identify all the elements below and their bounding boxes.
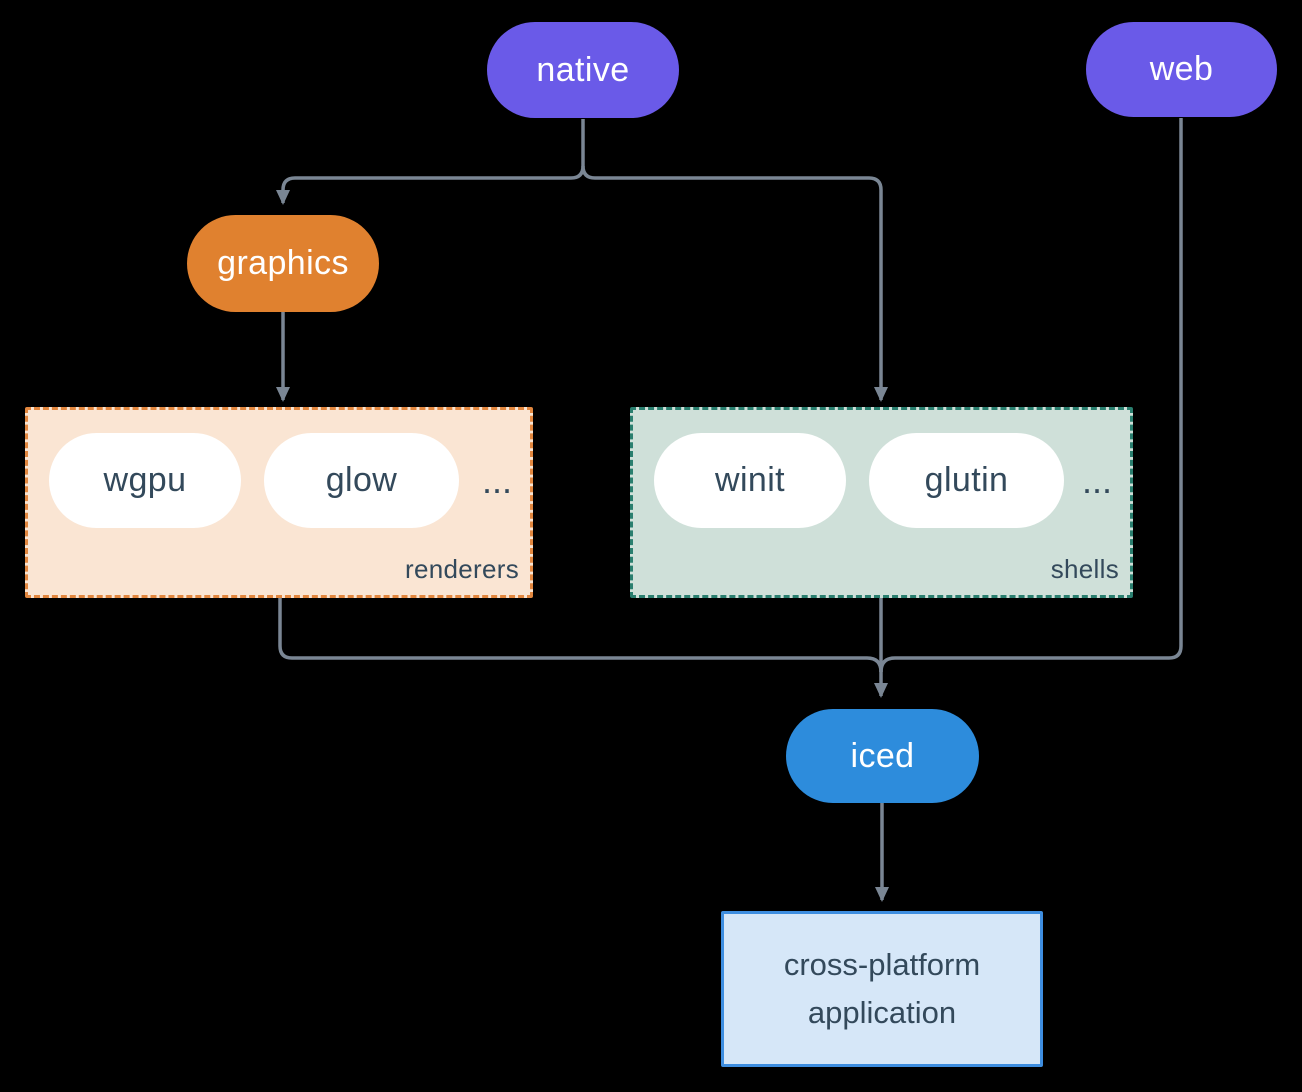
edge-native-to-graphics — [276, 119, 585, 205]
node-native-label: native — [536, 50, 630, 89]
node-wgpu: wgpu — [49, 433, 241, 528]
node-glutin: glutin — [869, 433, 1064, 528]
node-winit: winit — [654, 433, 846, 528]
node-cross-platform-application: cross-platform application — [721, 911, 1043, 1067]
node-web: web — [1086, 22, 1277, 117]
node-glow-label: glow — [325, 461, 398, 499]
node-wgpu-label: wgpu — [103, 461, 187, 499]
node-native: native — [487, 22, 679, 118]
node-iced-label: iced — [850, 736, 915, 775]
node-glutin-label: glutin — [924, 461, 1009, 499]
shells-ellipsis: ... — [1081, 459, 1112, 501]
edge-renderers-to-merge — [278, 598, 883, 673]
node-glow: glow — [264, 433, 459, 528]
renderers-ellipsis: ... — [481, 459, 512, 501]
node-graphics: graphics — [187, 215, 379, 312]
group-shells: winit glutin ... shells — [630, 407, 1133, 598]
node-iced: iced — [786, 709, 979, 803]
renderers-group-label: renderers — [405, 554, 519, 584]
group-renderers: wgpu glow ... renderers — [25, 407, 533, 598]
node-web-label: web — [1149, 50, 1214, 88]
node-graphics-label: graphics — [217, 244, 349, 282]
node-application-label: cross-platform application — [783, 946, 981, 1030]
shells-group-label: shells — [1050, 554, 1119, 584]
node-winit-label: winit — [714, 461, 786, 499]
edge-native-to-shells — [581, 165, 888, 402]
